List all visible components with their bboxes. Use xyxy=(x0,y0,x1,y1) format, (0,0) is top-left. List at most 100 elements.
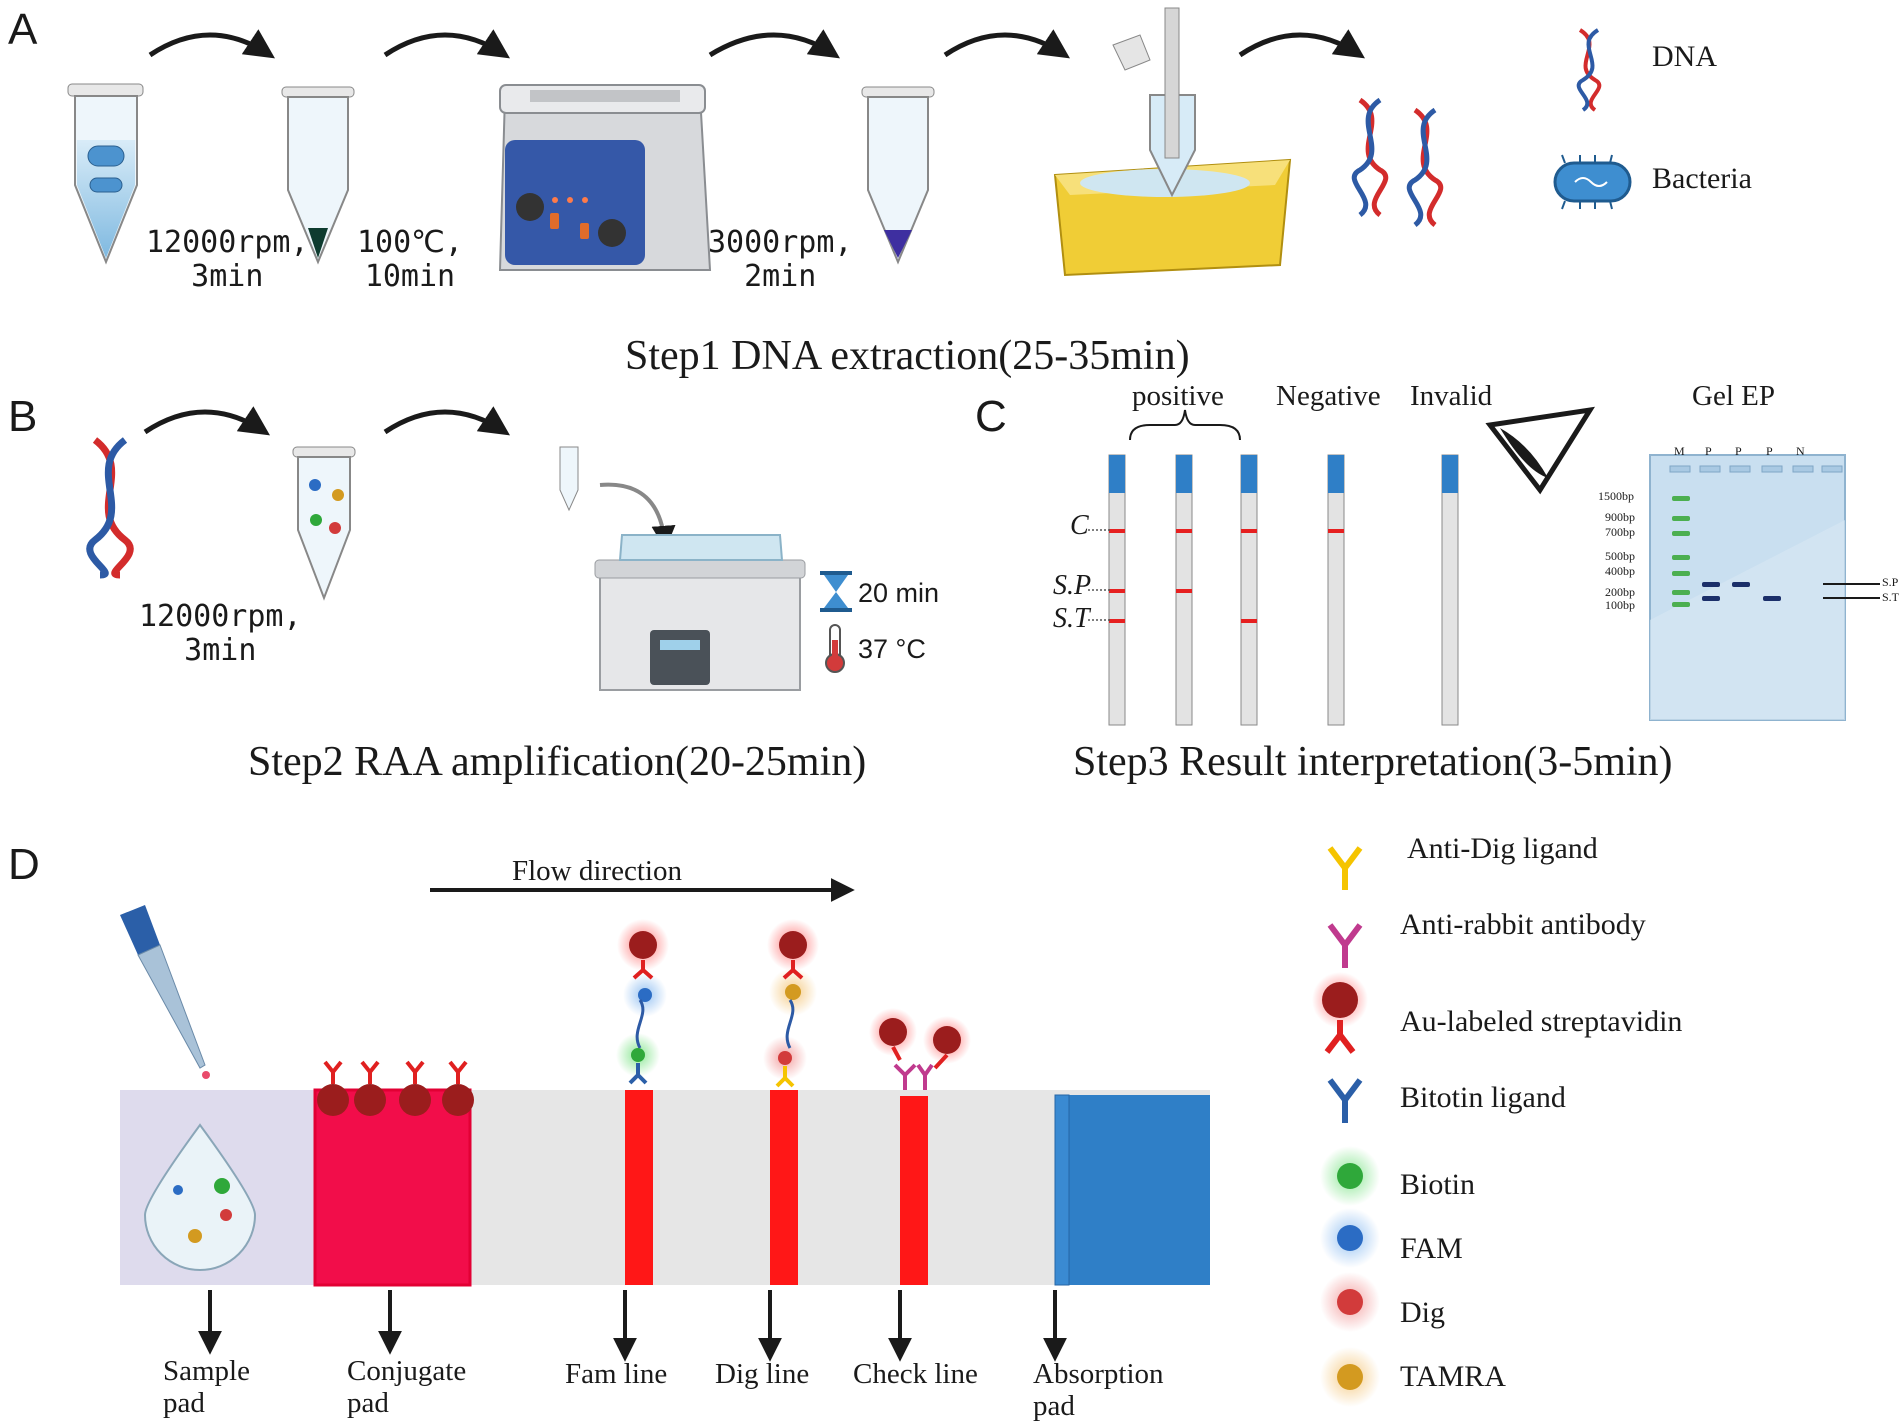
gel-ladder-label: 500bp xyxy=(1605,549,1635,563)
strip-positive-1 xyxy=(1108,454,1126,726)
header-gel: Gel EP xyxy=(1692,380,1775,412)
step1-title: Step1 DNA extraction(25-35min) xyxy=(625,333,1190,379)
check-line-complex xyxy=(869,1008,971,1090)
strip-negative xyxy=(1327,454,1345,726)
line-label-st: S.T xyxy=(1053,603,1090,634)
legend-anti-dig-label: Anti-Dig ligand xyxy=(1407,832,1598,865)
panel-c-label: C xyxy=(975,392,1007,441)
dna-legend-icon xyxy=(1576,28,1602,112)
condition-heat: 100℃, 10min xyxy=(357,225,463,294)
gel-ladder-label: 200bp xyxy=(1605,585,1635,599)
anti-dig-icon xyxy=(1327,846,1363,890)
sample-droplet-icon xyxy=(143,1123,257,1271)
gel-lane-label: P xyxy=(1766,444,1773,458)
gel-lane-label: M xyxy=(1674,444,1685,458)
header-negative: Negative xyxy=(1276,380,1381,412)
arrow-icon xyxy=(1238,29,1365,59)
fam-icon xyxy=(1320,1208,1380,1268)
arrow-icon xyxy=(143,406,270,436)
gel-lane-label: P xyxy=(1705,444,1712,458)
bacteria-legend-icon xyxy=(1553,154,1632,210)
workflow-arrows xyxy=(148,29,1365,59)
absorption-pad xyxy=(1055,1095,1210,1285)
gel-ladder-label: 100bp xyxy=(1605,598,1635,612)
label-check-line: Check line xyxy=(853,1358,978,1390)
tamra-icon xyxy=(1320,1347,1380,1407)
strip-positive-2 xyxy=(1175,454,1193,726)
thermometer-icon xyxy=(825,624,845,673)
legend-dna-label: DNA xyxy=(1652,40,1717,73)
gel-ladder-label: 900bp xyxy=(1605,510,1635,524)
condition-centrifuge-1: 12000rpm, 3min xyxy=(146,225,309,294)
sample-bands xyxy=(1702,582,1781,601)
strip-invalid xyxy=(1441,454,1459,726)
pipette-icon xyxy=(120,905,210,1079)
panel-c-strips xyxy=(1088,406,1880,726)
step3-title: Step3 Result interpretation(3-5min) xyxy=(1073,739,1673,785)
arrow-icon xyxy=(943,29,1070,59)
label-conjugate-pad: Conjugate pad xyxy=(347,1355,467,1419)
ladder-bands xyxy=(1672,496,1690,607)
ice-bath-icon xyxy=(1053,7,1292,277)
incubation-temperature: 37 °C xyxy=(858,634,926,664)
hourglass-icon xyxy=(820,571,852,612)
positive-brace xyxy=(1129,409,1241,441)
label-sample-pad: Sample pad xyxy=(163,1355,250,1419)
legend-fam-label: FAM xyxy=(1400,1232,1463,1265)
legend-tamra-label: TAMRA xyxy=(1400,1360,1506,1393)
water-bath-icon xyxy=(498,84,712,271)
dig-line xyxy=(770,1090,798,1285)
label-absorption-pad: Absorption pad xyxy=(1033,1358,1164,1422)
gel-wells xyxy=(1669,465,1843,473)
panel-a-label: A xyxy=(8,5,38,54)
triangle-icon xyxy=(1485,406,1595,495)
arrow-icon xyxy=(708,29,840,59)
panel-d-label: D xyxy=(8,840,40,889)
anti-rabbit-icon xyxy=(1327,923,1363,968)
conjugate-pad xyxy=(313,1088,472,1287)
reaction-tube-icon xyxy=(292,446,356,601)
label-fam-line: Fam line xyxy=(565,1358,668,1390)
dna-product-icon xyxy=(1351,97,1444,227)
panel-b-label: B xyxy=(8,392,38,441)
label-dig-line: Dig line xyxy=(715,1358,810,1390)
dna-template-icon xyxy=(86,437,134,579)
panel-d-legend-icons xyxy=(1312,846,1380,1407)
legend-anti-rabbit-label: Anti-rabbit antibody xyxy=(1400,908,1646,941)
test-strips xyxy=(1108,454,1459,726)
gel-ladder-label: 400bp xyxy=(1605,564,1635,578)
tube-with-bacteria-icon xyxy=(67,83,144,265)
gel-band-label-st: S.T xyxy=(1882,590,1900,604)
legend-bacteria-label: Bacteria xyxy=(1652,162,1752,195)
panel-b-workflow xyxy=(86,406,852,691)
incubation-time: 20 min xyxy=(858,578,940,608)
incubator-icon xyxy=(559,446,806,691)
arrow-icon xyxy=(383,29,510,59)
tube-with-pellet-icon xyxy=(281,86,355,265)
biotin-icon xyxy=(1320,1146,1380,1206)
step2-title: Step2 RAA amplification(20-25min) xyxy=(248,739,867,785)
gel-image xyxy=(1649,454,1880,721)
dig-icon xyxy=(1320,1272,1380,1332)
strip-positive-3 xyxy=(1240,454,1258,726)
legend-dig-label: Dig xyxy=(1400,1296,1445,1329)
legend-au-streptavidin-label: Au-labeled streptavidin xyxy=(1400,1005,1683,1038)
panel-d-lateral-flow xyxy=(120,846,1380,1407)
line-label-pointers xyxy=(1088,529,1112,621)
header-positive: positive xyxy=(1132,380,1224,412)
gel-ladder-label: 1500bp xyxy=(1598,489,1634,503)
flow-direction-label: Flow direction xyxy=(512,855,682,887)
condition-centrifuge-2: 3000rpm, 2min xyxy=(708,225,853,294)
line-label-sp: S.P xyxy=(1053,570,1092,601)
arrow-icon xyxy=(148,29,275,59)
panel-a-workflow xyxy=(67,7,1632,277)
gel-lane-label: P xyxy=(1735,444,1742,458)
fam-line-complex xyxy=(616,919,669,1085)
au-streptavidin-conjugates xyxy=(317,1060,474,1116)
pad-arrows xyxy=(198,1290,1067,1362)
check-line xyxy=(900,1096,928,1285)
condition-centrifuge-3: 12000rpm, 3min xyxy=(139,599,302,668)
fam-line xyxy=(625,1090,653,1285)
legend-biotin-label: Biotin xyxy=(1400,1168,1476,1201)
